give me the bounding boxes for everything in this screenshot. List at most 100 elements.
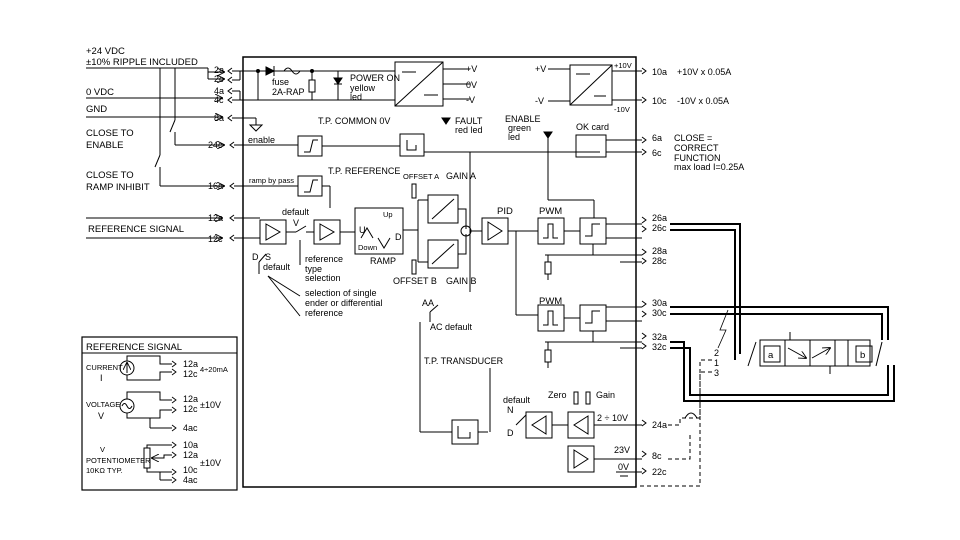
right-connectors xyxy=(620,67,647,475)
enable-label: enable xyxy=(248,135,275,145)
aa-label: AA xyxy=(422,298,434,308)
ref-voltage-label: VOLTAGE xyxy=(86,400,120,409)
ok-card-section: ENABLE green led OK card xyxy=(505,114,632,218)
ref-pot-symbol: V xyxy=(100,445,105,454)
power-section: fuse 2A-RAP POWER ON yellow led +V 0V -V… xyxy=(232,61,483,135)
solenoid-b xyxy=(855,345,873,363)
terminal-24c: 24c xyxy=(208,140,223,150)
terminal-28a: 28a xyxy=(652,246,667,256)
gain-offset-section: OFFSET A GAIN A OFFSET B GAIN B PID xyxy=(393,171,538,316)
transducer-amp-1 xyxy=(525,411,553,439)
terminal-32a: 32a xyxy=(652,332,667,342)
reference-signal-label: REFERENCE SIGNAL xyxy=(88,224,184,235)
enable-led-label-2: green xyxy=(508,123,531,133)
power-on-color: yellow xyxy=(350,83,376,93)
terminal-8a: 8a xyxy=(214,113,224,123)
transducer-supply-amp xyxy=(567,445,595,473)
reference-chain: default V U D Up Down RAMP D S default r… xyxy=(234,200,419,318)
reference-supply: +V -V +10V -10V xyxy=(535,61,632,114)
pwm-stage-b: PWM xyxy=(537,296,632,368)
single-diff-label-2: ender or differential xyxy=(305,298,382,308)
ok-card-label: OK card xyxy=(576,122,609,132)
pwm-a-block xyxy=(537,217,565,245)
ref-type-label-3: selection xyxy=(305,273,341,283)
ok-card-relay xyxy=(575,134,607,158)
ref-supply-plus-10v: +10V xyxy=(614,61,632,70)
left-inputs: +24 VDC ±10% RIPPLE INCLUDED 0 VDC GND C… xyxy=(86,46,224,238)
ramp-u-label: U xyxy=(359,225,366,235)
ref-supply-minus-v: -V xyxy=(535,96,544,106)
ramp-bypass-comparator xyxy=(297,175,323,197)
ref-current-range: 4÷20mA xyxy=(200,365,228,374)
transducer-pin-3: 3 xyxy=(714,368,719,378)
input-buffer xyxy=(313,219,341,245)
fault-led: red led xyxy=(455,125,483,135)
transducer-logic-block xyxy=(451,419,479,445)
transducer-pin-2: 2 xyxy=(714,348,719,358)
solenoid-a-label: a xyxy=(768,350,774,361)
tp-transducer-label: T.P. TRANSDUCER xyxy=(424,356,504,366)
terminal-24a: 24a xyxy=(652,420,667,430)
reference-converter xyxy=(569,64,613,106)
single-diff-label-1: selection of single xyxy=(305,288,377,298)
terminal-4c: 4c xyxy=(214,95,224,105)
ref-box-title: REFERENCE SIGNAL xyxy=(86,342,182,353)
terminal-30c: 30c xyxy=(652,308,667,318)
tp-reference-label: T.P. REFERENCE xyxy=(328,166,400,176)
terminal-6a: 6a xyxy=(652,133,662,143)
rail-zero-v: 0V xyxy=(466,80,477,90)
range-label: 2 ÷ 10V xyxy=(597,413,628,423)
offset-a-label: OFFSET A xyxy=(403,172,439,181)
offset-b-label: OFFSET B xyxy=(393,276,437,286)
solenoid-a xyxy=(763,345,781,363)
switch-default-3: default xyxy=(503,395,531,405)
ref-supply-plus-v: +V xyxy=(535,64,546,74)
close-correct-2: CORRECT xyxy=(674,143,719,153)
terminal-12a: 12a xyxy=(208,213,223,223)
left-connectors xyxy=(227,67,235,242)
ac-default-label: AC default xyxy=(430,322,473,332)
ramp-down-label: Down xyxy=(358,243,377,252)
ref-pot-12a: 12a xyxy=(183,450,198,460)
ref-voltage-12a: 12a xyxy=(183,394,198,404)
tp-common-label: T.P. COMMON 0V xyxy=(318,116,390,126)
terminal-6c: 6c xyxy=(652,148,662,158)
zero-vdc-label: 0 VDC xyxy=(86,87,114,98)
zero-v-label-2: 0V xyxy=(618,462,629,472)
gnd-label: GND xyxy=(86,104,107,115)
ref-voltage-4ac: 4ac xyxy=(183,423,198,433)
ref-current-label: CURRENT xyxy=(86,363,123,372)
gain-b-label: GAIN B xyxy=(446,276,477,286)
ramp-generator xyxy=(354,207,404,255)
close-enable-label-2: ENABLE xyxy=(86,140,124,151)
reference-signal-box: REFERENCE SIGNAL CURRENT I 12a 12c 4÷20m… xyxy=(81,336,238,491)
driver-a-block xyxy=(579,217,607,245)
power-on-label: POWER ON xyxy=(350,73,400,83)
power-on-led: led xyxy=(350,92,362,102)
valve-wiring: a b 2 1 3 xyxy=(640,223,895,487)
close-ramp-label-1: CLOSE TO xyxy=(86,170,134,181)
transducer-chain: AA AC default T.P. TRANSDUCER default N … xyxy=(419,298,632,477)
out-10a-label: +10V x 0.05A xyxy=(677,67,731,77)
switch-d-label: D xyxy=(252,252,259,262)
switch-default-label: default xyxy=(282,207,310,217)
v23-label: 23V xyxy=(614,445,630,455)
left-terminals: 2a 2c 4a 4c 8a 24c 16a 12a 12c xyxy=(208,65,224,244)
close-enable-label-1: CLOSE TO xyxy=(86,128,134,139)
pid-controller xyxy=(481,217,509,245)
pwm-b-label: PWM xyxy=(539,296,562,307)
enable-section: enable ramp by pass T.P. REFERENCE xyxy=(234,133,600,292)
terminal-4a: 4a xyxy=(214,86,224,96)
ref-pot-label: POTENTIOMETER xyxy=(86,456,151,465)
close-ramp-label-2: RAMP INHIBIT xyxy=(86,182,150,193)
ref-voltage-symbol: V xyxy=(98,411,104,421)
switch-default-2: default xyxy=(263,262,291,272)
terminal-10c: 10c xyxy=(652,96,667,106)
terminal-26c: 26c xyxy=(652,223,667,233)
ref-current-12a: 12a xyxy=(183,359,198,369)
close-correct-3: FUNCTION xyxy=(674,153,721,163)
out-10c-label: -10V x 0.05A xyxy=(677,96,729,106)
single-diff-label-3: reference xyxy=(305,308,343,318)
ref-current-12c: 12c xyxy=(183,369,198,379)
